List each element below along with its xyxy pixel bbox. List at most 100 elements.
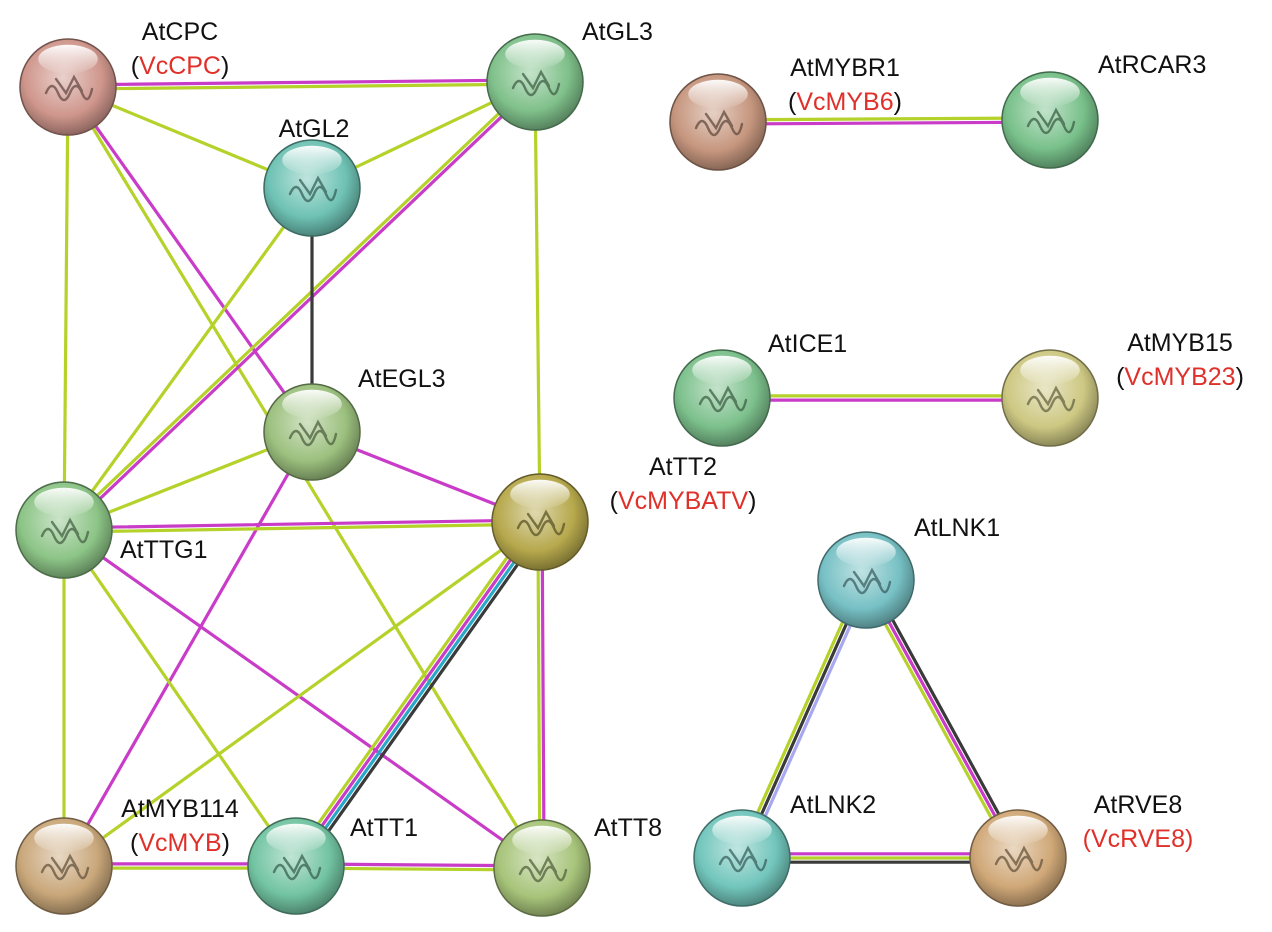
edge-AtCPC-AtEGL3 bbox=[66, 85, 314, 434]
edge-AtTT2-AtMYB114 bbox=[62, 520, 542, 868]
edge-AtTT2-AtTT1 bbox=[289, 516, 547, 872]
edge-line-yellowgreen bbox=[860, 580, 1016, 862]
edge-AtCPC-AtGL3 bbox=[66, 78, 537, 91]
protein-structure-icon bbox=[40, 517, 90, 545]
protein-structure-icon bbox=[994, 845, 1044, 873]
node-highlight bbox=[988, 815, 1048, 845]
edge-AtLNK1-AtLNK2 bbox=[736, 576, 872, 862]
edge-AtTT2-AtTT8 bbox=[536, 520, 546, 870]
label-AtRVE8: AtRVE8(VcRVE8) bbox=[1083, 791, 1194, 853]
protein-structure-icon bbox=[40, 853, 90, 881]
node-name: AtRCAR3 bbox=[1098, 51, 1206, 79]
edge-AtGL2-AtTTG1 bbox=[62, 186, 314, 532]
node-highlight bbox=[34, 487, 94, 517]
node-AtMYB15[interactable] bbox=[1001, 349, 1099, 447]
node-AtICE1[interactable] bbox=[673, 349, 771, 447]
node-name: AtGL3 bbox=[582, 18, 653, 46]
edge-line-magenta bbox=[62, 518, 542, 530]
node-AtMYB114[interactable] bbox=[15, 817, 113, 915]
node-alias: (VcMYB6) bbox=[788, 88, 902, 116]
edge-line-yellowgreen bbox=[62, 520, 542, 868]
label-AtTTG1: AtTTG1 bbox=[120, 536, 208, 564]
protein-structure-icon bbox=[288, 175, 338, 203]
node-alias: (VcMYBATV) bbox=[610, 487, 757, 515]
nodes-layer bbox=[15, 33, 1099, 917]
label-AtCPC: AtCPC(VcCPC) bbox=[131, 18, 230, 80]
label-AtRCAR3: AtRCAR3 bbox=[1098, 51, 1206, 79]
label-AtEGL3: AtEGL3 bbox=[358, 365, 446, 393]
node-AtLNK2[interactable] bbox=[693, 809, 791, 907]
node-name: AtMYB15 bbox=[1127, 329, 1233, 357]
node-highlight bbox=[38, 44, 98, 74]
node-highlight bbox=[692, 355, 752, 385]
edge-AtGL3-AtTTG1 bbox=[60, 78, 539, 534]
label-AtTT1: AtTT1 bbox=[350, 814, 418, 842]
edge-AtGL3-AtTT2 bbox=[533, 80, 542, 524]
edges-layer bbox=[60, 78, 1052, 872]
node-highlight bbox=[836, 537, 896, 567]
node-AtCPC[interactable] bbox=[19, 38, 117, 136]
node-AtMYBR1[interactable] bbox=[669, 73, 767, 171]
edge-line-yellowgreen bbox=[716, 116, 1052, 122]
edge-line-yellowgreen bbox=[60, 78, 536, 531]
edge-AtEGL3-AtMYB114 bbox=[62, 430, 314, 868]
node-AtEGL3[interactable] bbox=[263, 383, 361, 481]
node-AtGL2[interactable] bbox=[263, 139, 361, 237]
node-AtTT1[interactable] bbox=[247, 817, 345, 915]
node-highlight bbox=[282, 389, 342, 419]
edge-line-cyan bbox=[296, 521, 544, 869]
protein-structure-icon bbox=[288, 419, 338, 447]
label-AtTT2: AtTT2 (VcMYBATV) bbox=[610, 453, 757, 515]
edge-line-lavender bbox=[744, 580, 872, 862]
edge-line-magenta bbox=[63, 81, 539, 534]
edge-AtTTG1-AtTT8 bbox=[62, 528, 544, 870]
node-AtRCAR3[interactable] bbox=[1001, 71, 1099, 169]
node-name: AtEGL3 bbox=[358, 365, 446, 393]
label-AtGL2: AtGL2 bbox=[279, 115, 350, 143]
label-AtTT8: AtTT8 bbox=[594, 814, 662, 842]
node-name: AtTT8 bbox=[594, 814, 662, 842]
label-AtLNK2: AtLNK2 bbox=[790, 791, 876, 819]
edge-AtLNK1-AtRVE8 bbox=[860, 576, 1024, 862]
node-name: AtMYB114 bbox=[121, 795, 239, 823]
node-AtRVE8[interactable] bbox=[969, 809, 1067, 907]
protein-structure-icon bbox=[511, 69, 561, 97]
protein-structure-icon bbox=[518, 855, 568, 883]
label-AtGL3: AtGL3 bbox=[582, 18, 653, 46]
edge-AtICE1-AtMYB15 bbox=[720, 394, 1052, 402]
edge-line-yellowgreen bbox=[533, 80, 542, 524]
node-highlight bbox=[282, 145, 342, 175]
vaccinium-homolog-name: VcMYBATV bbox=[618, 487, 748, 515]
protein-structure-icon bbox=[694, 109, 744, 137]
node-name: AtTT2 bbox=[649, 453, 717, 481]
node-highlight bbox=[266, 823, 326, 853]
edge-AtMYBR1-AtRCAR3 bbox=[716, 116, 1052, 126]
node-name: AtCPC bbox=[142, 18, 218, 46]
node-AtTT2[interactable] bbox=[491, 473, 589, 571]
edge-line-yellowgreen bbox=[289, 516, 537, 864]
node-highlight bbox=[712, 815, 772, 845]
edge-AtCPC-AtTTG1 bbox=[62, 85, 70, 532]
node-highlight bbox=[505, 39, 565, 69]
edge-line-yellowgreen bbox=[736, 576, 864, 858]
label-AtMYB15: AtMYB15(VcMYB23) bbox=[1116, 329, 1244, 391]
node-name: AtICE1 bbox=[768, 330, 847, 358]
node-highlight bbox=[1020, 355, 1080, 385]
edge-AtTTG1-AtTT2 bbox=[62, 518, 542, 534]
edge-line-magenta bbox=[292, 519, 540, 867]
edge-line-yellowgreen bbox=[66, 82, 537, 91]
node-AtTT8[interactable] bbox=[493, 819, 591, 917]
protein-structure-icon bbox=[44, 74, 94, 102]
node-name: AtTT1 bbox=[350, 814, 418, 842]
vaccinium-homolog-name: VcMYB6 bbox=[796, 88, 893, 116]
vaccinium-homolog-name: VcMYB23 bbox=[1124, 363, 1235, 391]
protein-structure-icon bbox=[272, 853, 322, 881]
node-AtLNK1[interactable] bbox=[817, 531, 915, 629]
edge-line-yellowgreen bbox=[62, 186, 314, 532]
node-AtGL3[interactable] bbox=[486, 33, 584, 131]
protein-structure-icon bbox=[842, 567, 892, 595]
node-AtTTG1[interactable] bbox=[15, 481, 113, 579]
edge-line-magenta bbox=[66, 78, 537, 87]
